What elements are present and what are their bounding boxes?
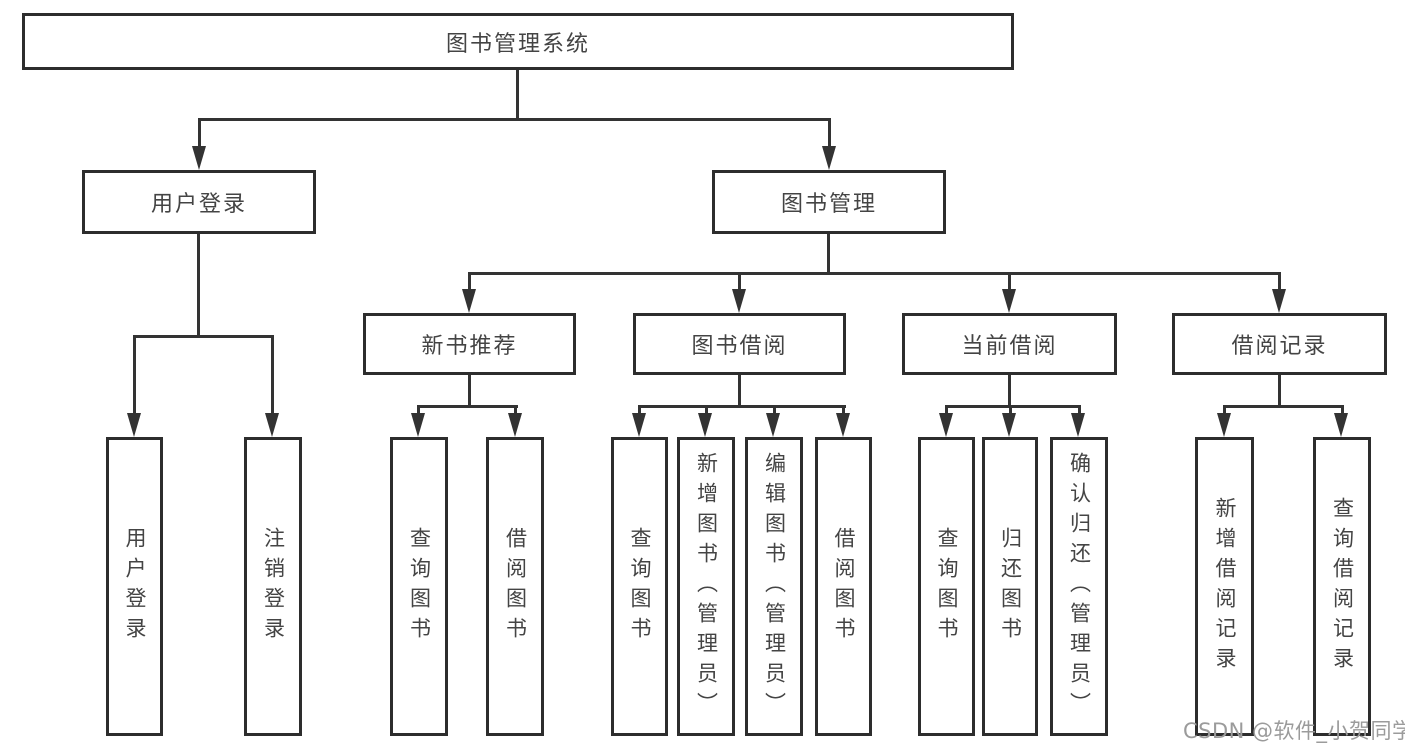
- arrow-down-icon: [1002, 413, 1016, 437]
- leaf-edit-books: 编辑图书（管理员）: [745, 437, 803, 736]
- connector-vline: [738, 375, 741, 407]
- arrow-down-icon: [1071, 413, 1085, 437]
- connector-hline: [198, 118, 831, 121]
- connector-vline: [468, 272, 471, 293]
- connector-vline: [1278, 375, 1281, 407]
- arrow-down-icon: [508, 413, 522, 437]
- connector-hline: [468, 272, 1281, 275]
- leaf-return-books: 归还图书: [982, 437, 1038, 736]
- arrow-down-icon: [1334, 413, 1348, 437]
- connector-hline: [133, 335, 274, 338]
- connector-vline: [945, 405, 948, 415]
- arrow-down-icon: [939, 413, 953, 437]
- arrow-down-icon: [411, 413, 425, 437]
- connector-vline: [198, 118, 201, 148]
- leaf-query-borrow-record: 查询借阅记录: [1313, 437, 1371, 736]
- connector-vline: [1078, 405, 1081, 415]
- arrow-down-icon: [1002, 289, 1016, 313]
- leaf-borrow-books-b: 借阅图书: [815, 437, 872, 736]
- connector-vline: [638, 405, 641, 415]
- arrow-down-icon: [698, 413, 712, 437]
- leaf-logout: 注销登录: [244, 437, 302, 736]
- node-borrow-records: 借阅记录: [1172, 313, 1387, 375]
- arrow-down-icon: [766, 413, 780, 437]
- arrow-down-icon: [127, 413, 141, 437]
- connector-vline: [842, 405, 845, 415]
- arrow-down-icon: [1272, 289, 1286, 313]
- arrow-down-icon: [265, 413, 279, 437]
- arrow-down-icon: [192, 146, 206, 170]
- leaf-query-books-b: 查询图书: [611, 437, 668, 736]
- node-user-login: 用户登录: [82, 170, 316, 234]
- connector-vline: [197, 234, 200, 338]
- connector-vline: [827, 234, 830, 275]
- node-book-mgmt: 图书管理: [712, 170, 946, 234]
- arrow-down-icon: [822, 146, 836, 170]
- connector-vline: [1009, 405, 1012, 415]
- connector-vline: [1008, 375, 1011, 407]
- connector-vline: [1008, 272, 1011, 293]
- leaf-query-books-c: 查询图书: [918, 437, 975, 736]
- connector-vline: [133, 335, 136, 417]
- connector-vline: [468, 375, 471, 407]
- connector-vline: [514, 405, 517, 415]
- connector-vline: [516, 70, 519, 120]
- connector-vline: [271, 335, 274, 417]
- leaf-confirm-return: 确认归还（管理员）: [1050, 437, 1108, 736]
- connector-vline: [738, 272, 741, 293]
- connector-vline: [1223, 405, 1226, 415]
- node-new-books: 新书推荐: [363, 313, 576, 375]
- arrow-down-icon: [732, 289, 746, 313]
- arrow-down-icon: [1217, 413, 1231, 437]
- leaf-add-books: 新增图书（管理员）: [677, 437, 735, 736]
- connector-vline: [828, 118, 831, 148]
- node-current-borrow: 当前借阅: [902, 313, 1117, 375]
- leaf-borrow-books-a: 借阅图书: [486, 437, 544, 736]
- arrow-down-icon: [836, 413, 850, 437]
- connector-hline: [417, 405, 518, 408]
- connector-vline: [417, 405, 420, 415]
- leaf-add-borrow-record: 新增借阅记录: [1195, 437, 1254, 736]
- leaf-query-books-a: 查询图书: [390, 437, 448, 736]
- connector-vline: [773, 405, 776, 415]
- connector-hline: [638, 405, 846, 408]
- connector-vline: [1341, 405, 1344, 415]
- leaf-user-login: 用户登录: [106, 437, 163, 736]
- arrow-down-icon: [462, 289, 476, 313]
- connector-vline: [1278, 272, 1281, 293]
- arrow-down-icon: [632, 413, 646, 437]
- connector-hline: [1223, 405, 1344, 408]
- connector-hline: [945, 405, 1081, 408]
- node-book-borrow: 图书借阅: [633, 313, 846, 375]
- node-root: 图书管理系统: [22, 13, 1014, 70]
- connector-vline: [705, 405, 708, 415]
- watermark: CSDN @软件_小贺同学: [1183, 719, 1405, 743]
